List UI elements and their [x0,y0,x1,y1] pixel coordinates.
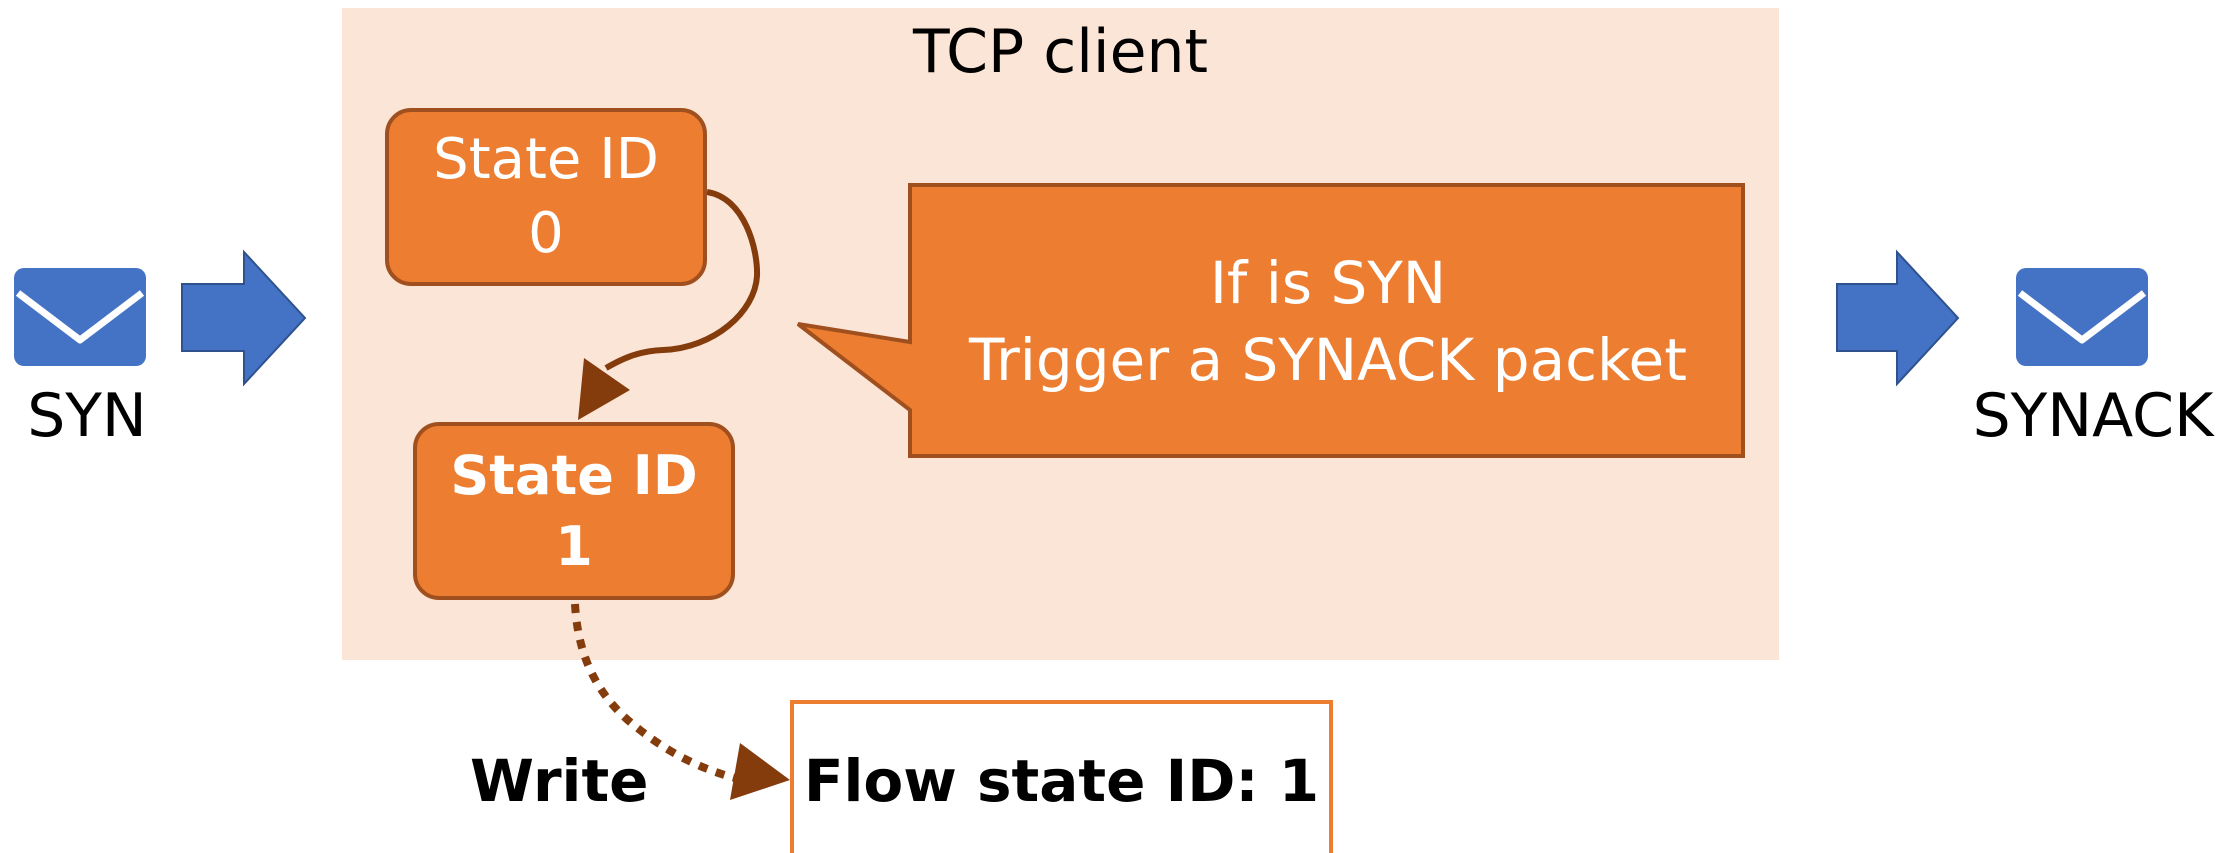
transition-arrowhead-icon [578,358,630,420]
callout-line-2: Trigger a SYNACK packet [969,326,1687,395]
state-0-title: State ID [433,127,659,193]
write-label: Write [470,747,649,815]
transition-arrow [604,189,761,371]
synack-envelope-icon [2016,268,2148,366]
input-arrow-icon [181,249,307,387]
callout-text: If is SYN Trigger a SYNACK packet [913,245,1743,399]
state-0-id: 0 [528,201,564,266]
syn-envelope-icon [14,268,146,366]
callout-shape [796,183,1745,458]
flow-state-text: Flow state ID: 1 [803,747,1320,815]
write-arrow [571,603,737,782]
synack-label: SYNACK [1972,381,2214,451]
container-title: TCP client [912,17,1209,87]
callout-line-1: If is SYN [1209,249,1447,317]
state-1-id: 1 [555,515,593,578]
write-arrowhead-icon [730,743,790,800]
state-node-1: State ID 1 [413,422,735,600]
state-1-title: State ID [450,443,698,507]
state-node-0: State ID 0 [385,108,707,286]
flow-state-box [790,700,1333,853]
syn-label: SYN [27,381,147,451]
output-arrow-icon [1836,249,1960,387]
